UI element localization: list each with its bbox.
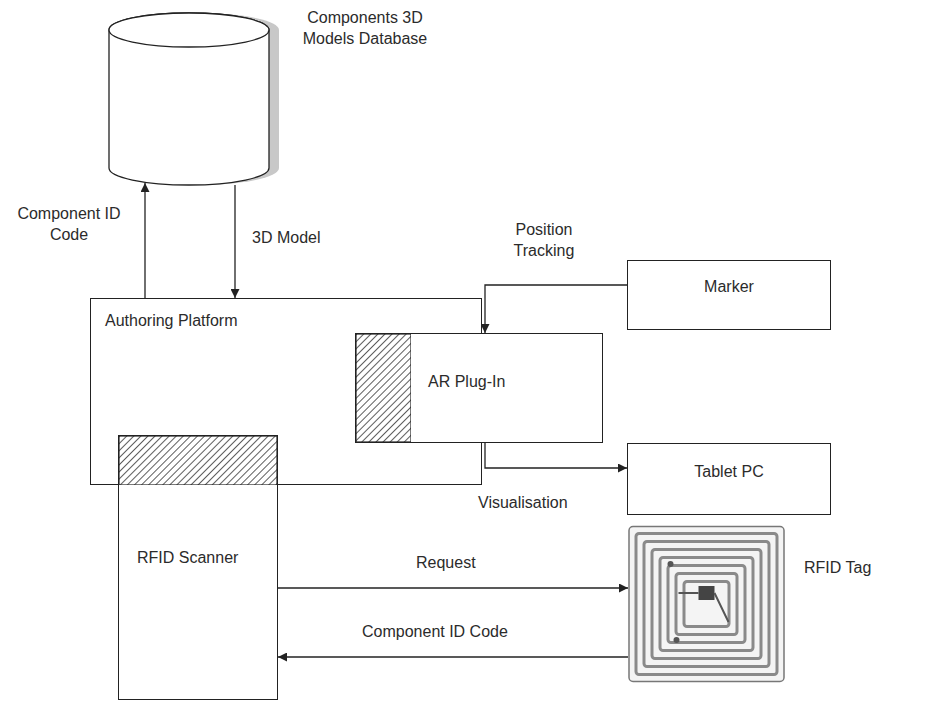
chip-leads — [679, 593, 729, 622]
hatched-overlap — [356, 334, 411, 442]
node-label: RFID Scanner — [137, 548, 238, 569]
cylinder-body — [109, 13, 269, 185]
database-cylinder: Components 3D Models Database — [108, 12, 280, 186]
arrow-connector — [485, 285, 627, 333]
arrow-connector — [485, 443, 627, 468]
plugin-box: AR Plug-In — [355, 333, 603, 443]
edge-label: Component ID Code — [8, 204, 130, 246]
rfid-tag-illustration — [628, 506, 785, 702]
arrow-connector — [144, 183, 145, 298]
node-label: Components 3D Models Database — [290, 8, 440, 50]
node-label: Authoring Platform — [105, 311, 238, 332]
antenna-coil — [652, 550, 761, 659]
edge-label: 3D Model — [250, 228, 322, 249]
cylinder-outline — [108, 12, 294, 190]
tag-dot — [668, 561, 674, 567]
tag-substrate — [629, 527, 784, 682]
hatched-overlap — [119, 436, 277, 485]
edge-label: Position Tracking — [494, 220, 594, 262]
arrow-connector — [234, 185, 235, 298]
antenna-coil — [636, 534, 777, 675]
tag-dot — [674, 637, 680, 643]
device-box: Marker — [627, 260, 831, 330]
antenna-coil — [684, 582, 729, 627]
antenna-coil — [644, 542, 769, 667]
arrow-connector — [278, 587, 628, 588]
edge-label: Component ID Code — [360, 622, 510, 643]
edge-label: Visualisation — [476, 493, 570, 514]
node-label: RFID Tag — [804, 558, 871, 579]
node-label: Marker — [628, 277, 830, 298]
node-label: AR Plug-In — [428, 372, 505, 393]
tag-chip — [699, 586, 715, 600]
antenna-coil — [660, 558, 753, 651]
device-box: Tablet PC — [627, 443, 831, 515]
cylinder-top — [109, 13, 269, 47]
arrow-connector — [278, 656, 628, 657]
rfid-tag: RFID Tag — [628, 506, 785, 702]
node-label: Tablet PC — [628, 462, 830, 483]
edge-label: Request — [414, 553, 478, 574]
scanner-box: RFID Scanner — [118, 435, 278, 700]
antenna-coil — [676, 574, 737, 635]
antenna-coil — [668, 566, 745, 643]
